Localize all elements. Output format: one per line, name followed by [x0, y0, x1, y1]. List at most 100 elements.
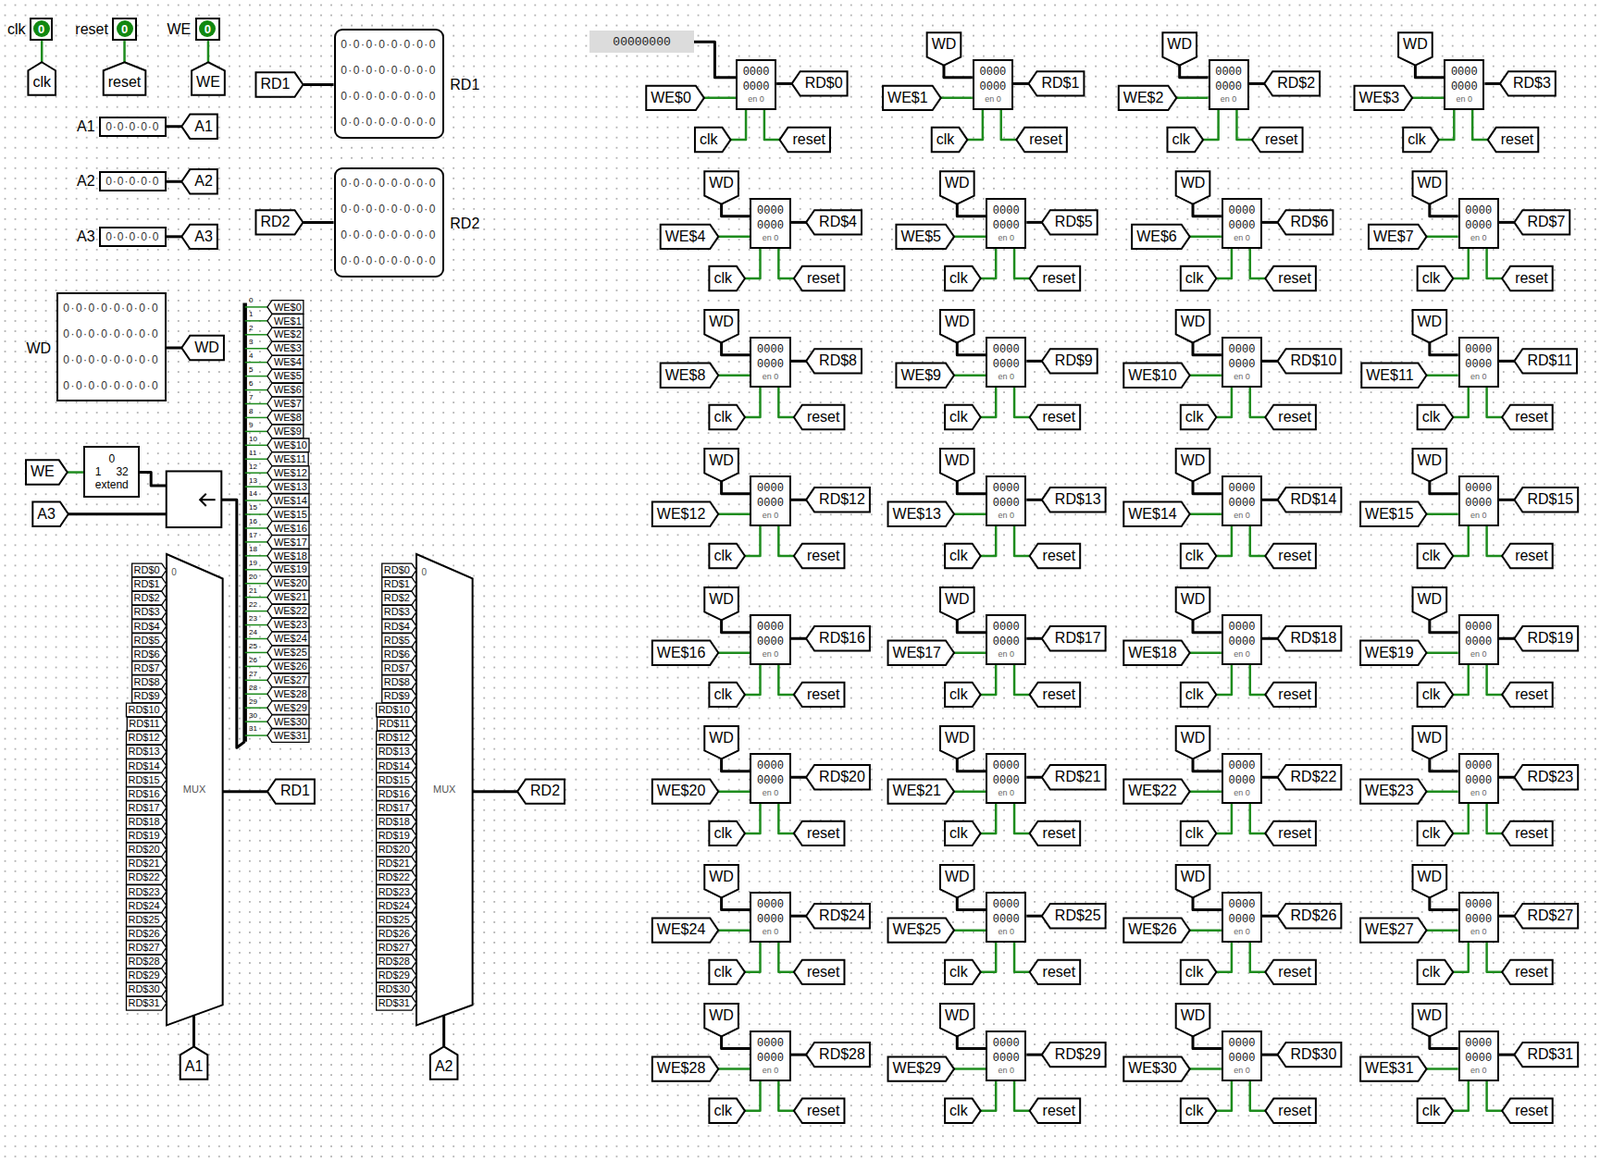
tunnel-label: reset — [1029, 131, 1063, 149]
tunnel-shape — [267, 562, 310, 577]
bit-extender: 0132extend — [83, 446, 140, 498]
tunnel-shape — [1277, 626, 1342, 651]
tunnel-label: clk — [1422, 270, 1441, 287]
tunnel-label: clk — [1185, 686, 1204, 704]
tunnel-label: A3 — [37, 506, 56, 523]
tunnel-shape — [1041, 1042, 1106, 1067]
wire — [744, 1081, 761, 1112]
tunnel-shape — [888, 1056, 955, 1081]
tunnel-label: WE$14 — [273, 495, 308, 508]
wire — [956, 620, 986, 633]
tunnel-shape — [888, 779, 955, 804]
tunnel-label: RD$30 — [127, 983, 160, 996]
input-pin: 0 — [195, 17, 222, 41]
tunnel-shape — [267, 549, 310, 564]
register: 0000 0000en 0 — [985, 892, 1027, 943]
bit-index: 10 — [248, 435, 258, 444]
probe-label: RD1 — [449, 76, 480, 94]
tunnel-shape — [376, 982, 417, 997]
tunnel-label: reset — [1514, 270, 1549, 287]
wire — [721, 481, 751, 494]
port-labels: en 0 — [762, 927, 780, 938]
port-labels: en 0 — [1456, 94, 1474, 105]
tunnel-label: RD$22 — [378, 871, 410, 884]
tunnel-label: RD$13 — [127, 745, 160, 758]
tunnel-shape — [1176, 448, 1211, 482]
tunnel-label: WD — [1180, 174, 1206, 192]
wire — [166, 180, 183, 184]
port-labels: en 0 — [1470, 372, 1488, 383]
wire — [1429, 620, 1459, 633]
tunnel-label: A1 — [194, 118, 213, 136]
tunnel-shape — [940, 865, 975, 898]
tunnel-label: RD$24 — [378, 900, 410, 913]
wire — [245, 666, 268, 669]
tunnel-shape — [1513, 487, 1578, 512]
wire — [1487, 526, 1503, 557]
wire — [1026, 498, 1042, 502]
wire — [1499, 637, 1515, 641]
tunnel-shape — [382, 647, 417, 662]
tunnel-shape — [1176, 171, 1211, 204]
wire — [1472, 110, 1489, 140]
tunnel-label: clk — [713, 409, 732, 426]
tunnel-label: reset — [806, 1103, 841, 1120]
register-value: 0000 0000 — [1464, 897, 1492, 928]
wire — [718, 1067, 750, 1071]
tunnel-label: WE$28 — [657, 1060, 706, 1078]
bit-index: 24 — [248, 629, 258, 637]
bit-index: 26 — [248, 657, 258, 665]
wire — [245, 471, 268, 474]
wire — [1438, 110, 1455, 140]
tunnel-label: clk — [713, 964, 732, 981]
wire — [245, 361, 268, 364]
tunnel-label: RD$12 — [818, 491, 866, 509]
wire — [245, 541, 268, 544]
pin-label: A2 — [76, 173, 96, 190]
tunnel-shape — [267, 701, 310, 716]
tunnel-shape — [1513, 348, 1577, 373]
tunnel-shape — [1265, 821, 1316, 846]
port-labels: en 0 — [1233, 1066, 1251, 1077]
bit-index: 3 — [248, 338, 253, 347]
wire — [1192, 620, 1222, 633]
port-labels: en 0 — [1233, 788, 1251, 799]
tunnel-label: RD$25 — [1054, 907, 1102, 925]
register-value: 0000 0000 — [1228, 620, 1256, 650]
wire — [1426, 1067, 1459, 1071]
tunnel-shape — [125, 815, 166, 830]
tunnel-shape — [708, 544, 745, 569]
wire — [778, 526, 794, 557]
tunnel-label: RD$10 — [1290, 352, 1338, 370]
wire — [68, 512, 167, 516]
tunnel-shape — [1041, 210, 1098, 235]
tunnel-shape — [376, 829, 417, 844]
wire — [245, 320, 268, 323]
tunnel-label: RD$16 — [127, 788, 160, 801]
tunnel-label: WE$20 — [273, 577, 308, 590]
tunnel-label: reset — [1265, 131, 1299, 149]
tunnel-shape — [132, 675, 167, 690]
wire — [956, 343, 986, 356]
bit-index: 2 — [248, 324, 253, 333]
tunnel-label: WE$18 — [1128, 644, 1177, 662]
wire — [1262, 221, 1278, 224]
tunnel-shape — [1176, 726, 1211, 759]
bit-index: 16 — [248, 518, 258, 526]
tunnel-label: clk — [949, 1103, 968, 1120]
bit-index: 6 — [248, 380, 253, 388]
tunnel-shape — [1041, 904, 1106, 929]
tunnel-shape — [267, 410, 304, 425]
register: 0000 0000en 0 — [1221, 614, 1263, 666]
wire — [1452, 526, 1469, 557]
tunnel-label: WD — [1417, 868, 1443, 886]
tunnel-label: WE$29 — [273, 702, 308, 715]
register-value: 0000 0000 — [992, 481, 1020, 511]
pin-value: 0·0·0·0·0 — [105, 120, 160, 134]
tunnel-label: RD$7 — [384, 662, 410, 675]
port-labels: en 0 — [984, 94, 1002, 105]
tunnel-shape — [180, 1046, 209, 1080]
wire — [1250, 387, 1266, 418]
tunnel-label: WE$12 — [273, 467, 308, 480]
tunnel-label: WE$6 — [273, 384, 302, 397]
